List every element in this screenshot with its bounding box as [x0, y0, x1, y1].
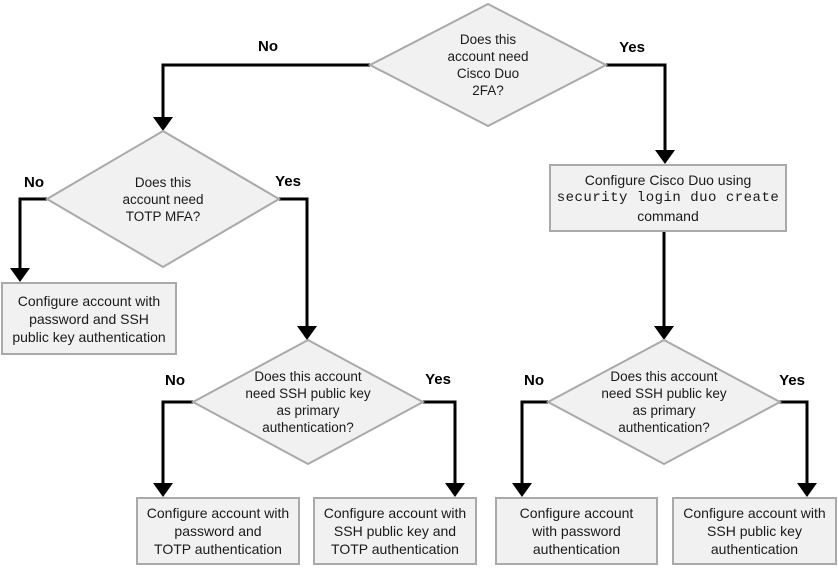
process-ssh-key-only: Configure account with SSH public key au… — [672, 497, 837, 565]
connector-duo2fa-no — [161, 63, 370, 117]
process-password-ssh-key: Configure account with password and SSH … — [1, 282, 177, 355]
decision-sshprimary-totp-question: Does this account need SSH public key as… — [245, 369, 371, 435]
decision-sshprimary-duo-question: Does this account need SSH public key as… — [601, 369, 727, 435]
decision-sshprimary-totp-shape — [190, 338, 426, 466]
process-configure-duo-line3: command — [637, 208, 699, 224]
decision-duo2fa-shape — [367, 2, 609, 128]
process-configure-duo: Configure Cisco Duo using security login… — [549, 164, 787, 232]
decision-sshprimary-duo-shape — [545, 338, 783, 466]
branch-label-sshprimary-totp-no: No — [165, 372, 185, 389]
connector-sshprimary-duo-no — [520, 400, 548, 483]
process-configure-duo-command: security login duo create — [556, 190, 780, 206]
arrowhead-sshprimary-totp-no — [153, 483, 173, 497]
branch-label-duo2fa-no: No — [258, 38, 278, 55]
branch-label-totpmfa-yes: Yes — [275, 173, 301, 190]
branch-label-sshprimary-totp-yes: Yes — [425, 371, 451, 388]
branch-label-duo2fa-yes: Yes — [619, 39, 645, 56]
connector-totpmfa-yes — [279, 197, 309, 326]
process-configure-duo-line1: Configure Cisco Duo using — [584, 172, 752, 188]
process-password-totp: Configure account with password and TOTP… — [136, 497, 300, 565]
arrowhead-duo2fa-yes — [655, 150, 675, 164]
arrowhead-totpmfa-no — [10, 268, 30, 282]
arrowhead-sshprimary-totp-yes — [445, 483, 465, 497]
connector-sshprimary-totp-yes — [423, 400, 457, 483]
arrowhead-duo-to-sshprimary — [654, 326, 674, 340]
connector-sshprimary-totp-no — [161, 400, 193, 483]
connector-sshprimary-duo-yes — [779, 400, 809, 483]
arrowhead-duo2fa-no — [153, 117, 173, 131]
arrowhead-sshprimary-duo-no — [512, 483, 532, 497]
connector-duo2fa-yes — [606, 63, 667, 150]
decision-totpmfa-shape — [45, 129, 281, 269]
decision-duo2fa-question: Does this account need Cisco Duo 2FA? — [447, 32, 529, 98]
arrowhead-sshprimary-duo-yes — [797, 483, 817, 497]
branch-label-sshprimary-duo-no: No — [524, 372, 544, 389]
decision-totpmfa-question: Does this account need TOTP MFA? — [122, 174, 204, 224]
branch-label-sshprimary-duo-yes: Yes — [779, 372, 805, 389]
process-ssh-key-totp: Configure account with SSH public key an… — [313, 497, 477, 565]
connector-totpmfa-no — [18, 197, 47, 268]
branch-label-totpmfa-no: No — [24, 174, 44, 191]
process-password-only: Configure account with password authenti… — [495, 497, 658, 565]
arrowhead-totpmfa-yes — [297, 326, 317, 340]
